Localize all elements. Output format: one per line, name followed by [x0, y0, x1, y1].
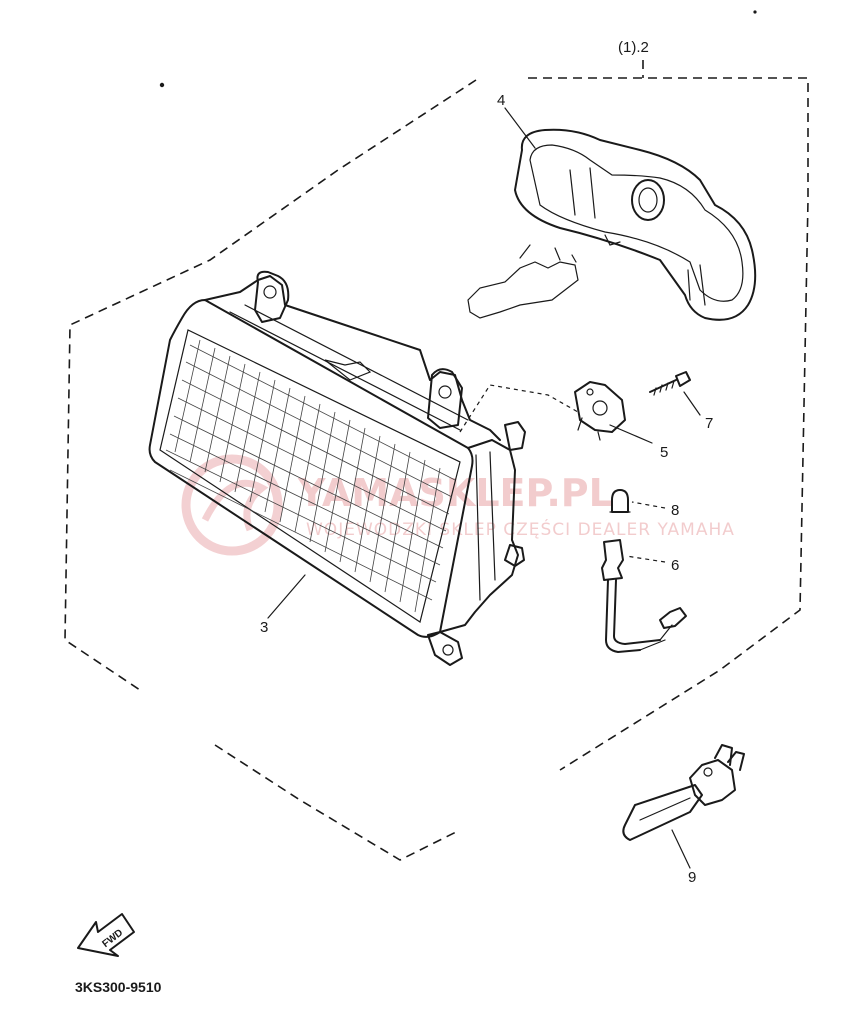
halogen-bulb-part — [622, 744, 745, 841]
scan-dot — [159, 82, 165, 88]
watermark-logo-icon — [181, 454, 283, 556]
part-label-5: 5 — [660, 444, 668, 461]
part-label-6: 6 — [671, 557, 679, 574]
bulb-socket-bracket-part — [574, 381, 626, 441]
watermark: YAMASKLEP.PL WOJEWÓDZKI SKLEP CZĘŚCI DEA… — [181, 454, 735, 556]
part-label-3: 3 — [260, 619, 268, 636]
assembly-boundary — [64, 60, 809, 861]
forward-arrow-icon: FWD — [77, 913, 135, 957]
lens-prism-pattern — [165, 339, 456, 613]
watermark-title: YAMASKLEP.PL — [297, 471, 613, 515]
part-label-8: 8 — [671, 502, 679, 519]
socket-cord-part — [601, 539, 687, 653]
headlight-lens-unit — [148, 270, 526, 666]
position-bulb-outline — [467, 244, 579, 319]
assembly-label: (1).2 — [618, 39, 649, 56]
part-labels: (1).2 4 3 5 7 8 6 9 — [260, 39, 713, 886]
diagram-code: 3KS300-9510 — [75, 979, 162, 995]
screw-part — [649, 371, 691, 396]
position-lamp-bulb-part — [609, 489, 631, 513]
part-label-7: 7 — [705, 415, 713, 432]
part-label-4: 4 — [497, 92, 505, 109]
part-label-9: 9 — [688, 869, 696, 886]
forward-arrow-text: FWD — [100, 927, 125, 950]
watermark-subtitle: WOJEWÓDZKI SKLEP CZĘŚCI DEALER YAMAHA — [306, 518, 735, 540]
headlight-housing-part — [514, 128, 757, 321]
leader-lines — [267, 107, 701, 869]
scan-dot — [753, 10, 757, 14]
